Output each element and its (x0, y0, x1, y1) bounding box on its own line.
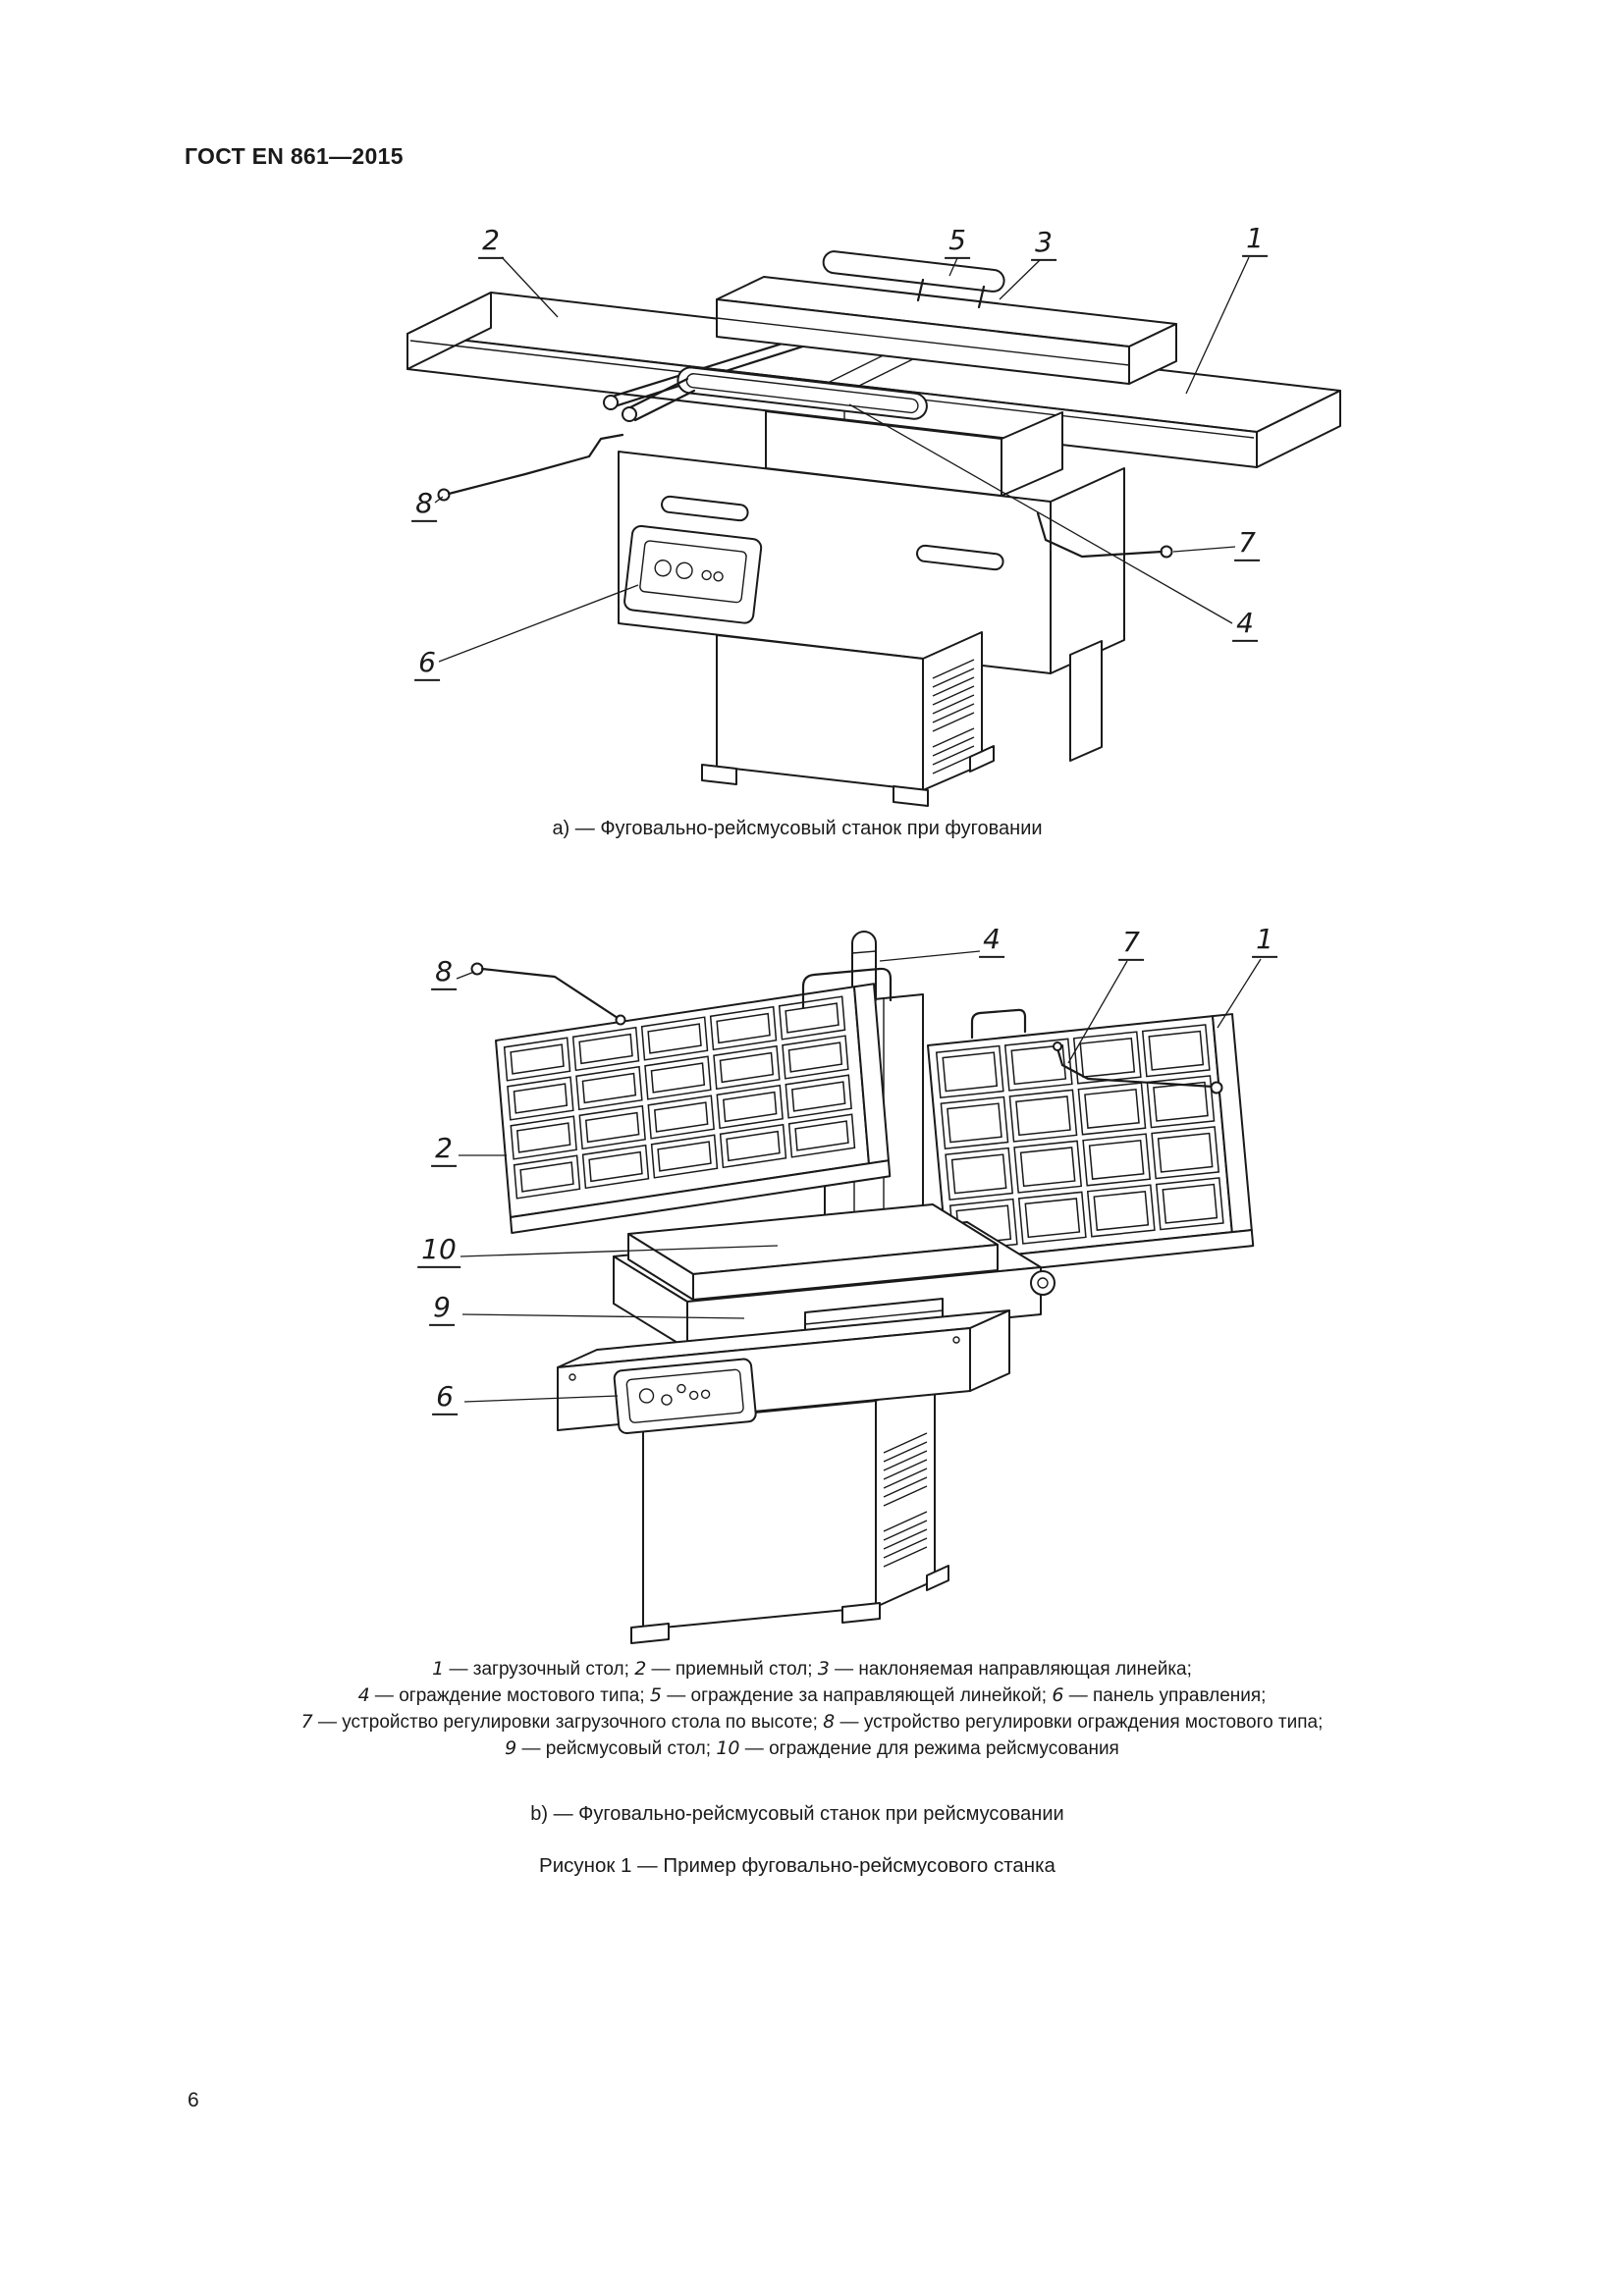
callout-b-10: 10 (417, 1235, 460, 1268)
standard-number-header: ГОСТ EN 861—2015 (185, 143, 404, 169)
callout-a-3: 3 (1031, 228, 1056, 261)
legend-item-number: 9 (505, 1737, 517, 1759)
legend-item-number: 4 (357, 1684, 370, 1706)
bridge-guard-adjust-rod (470, 962, 626, 1026)
legend-line-3: 7 — устройство регулировки загрузочного … (0, 1709, 1624, 1735)
legend-item-number: 2 (634, 1658, 647, 1680)
vent-louvers (932, 659, 975, 774)
carry-handles (801, 967, 1027, 1040)
outfeed-table-raised (494, 983, 892, 1235)
legend-item-text: — панель управления; (1063, 1685, 1267, 1706)
vent-louvers (883, 1432, 928, 1568)
legend-item-number: 5 (649, 1684, 662, 1706)
handle-slot (916, 544, 1004, 571)
panel-button (654, 560, 672, 577)
callout-a-6: 6 (414, 648, 440, 681)
legend-item-text: — загрузочный стол; (444, 1659, 635, 1680)
callout-b-8: 8 (431, 957, 457, 990)
legend-line-4: 9 — рейсмусовый стол; 10 — ограждение дл… (0, 1735, 1624, 1762)
table-height-rod (1053, 1041, 1223, 1095)
figure-1-caption: Рисунок 1 — Пример фуговально-рейсмусово… (539, 1854, 1056, 1877)
callout-b-6: 6 (432, 1382, 458, 1415)
legend-item-number: 7 (300, 1711, 313, 1733)
callout-a-2: 2 (478, 226, 504, 259)
callout-b-7: 7 (1118, 928, 1144, 961)
infeed-height-lever (1036, 511, 1173, 559)
tilting-fence (716, 276, 1177, 385)
legend-item-number: 10 (716, 1737, 740, 1759)
legend-item-text: — ограждение за направляющей линейкой; (661, 1685, 1053, 1706)
stand (701, 631, 995, 807)
legend-item-text: — устройство регулировки ограждения мост… (835, 1712, 1324, 1733)
callout-b-9: 9 (429, 1293, 455, 1326)
legend-item-text: — рейсмусовый стол; (516, 1738, 717, 1759)
callout-a-5: 5 (945, 226, 970, 259)
table-rib-grid (503, 995, 856, 1200)
legend-item-text: — устройство регулировки загрузочного ст… (312, 1712, 824, 1733)
legend-item-number: 8 (823, 1711, 836, 1733)
callout-b-1: 1 (1252, 925, 1277, 958)
bridge-guard-adjust-lever (437, 433, 624, 502)
bridge-guard (622, 366, 928, 422)
callout-b-2: 2 (431, 1134, 457, 1167)
legend-item-text: — приемный стол; (646, 1659, 818, 1680)
infeed-table-raised (926, 1013, 1255, 1279)
legend-item-number: 3 (817, 1658, 830, 1680)
panel-button (677, 1383, 686, 1394)
handle-slot (661, 495, 749, 522)
guard-behind-fence (822, 250, 1005, 309)
callout-a-4: 4 (1232, 609, 1258, 642)
legend-item-text: — наклоняемая направляющая линейка; (829, 1659, 1192, 1680)
handwheel-knob (1030, 1270, 1056, 1296)
callout-a-7: 7 (1234, 528, 1260, 561)
panel-button (638, 1388, 655, 1404)
legend-line-1: 1 — загрузочный стол; 2 — приемный стол;… (0, 1656, 1624, 1682)
figure-a-jointer-drawing (406, 250, 1341, 807)
panel-button (701, 569, 712, 581)
panel-button (700, 1389, 711, 1399)
panel-button (676, 561, 693, 579)
page-number: 6 (188, 2089, 199, 2111)
legend-item-number: 6 (1052, 1684, 1064, 1706)
stand (630, 1373, 949, 1644)
figure-legend: 1 — загрузочный стол; 2 — приемный стол;… (0, 1656, 1624, 1762)
panel-button (713, 571, 724, 582)
legend-item-text: — ограждение мостового типа; (369, 1685, 650, 1706)
callout-a-8: 8 (411, 489, 437, 522)
legend-line-2: 4 — ограждение мостового типа; 5 — ограж… (0, 1682, 1624, 1709)
figure-a-caption: а) — Фуговально-рейсмусовый станок при ф… (552, 818, 1043, 839)
callout-a-1: 1 (1242, 224, 1268, 257)
legend-item-number: 1 (432, 1658, 445, 1680)
panel-button (688, 1390, 699, 1401)
control-panel (623, 524, 763, 624)
leader-lines (434, 256, 1250, 663)
leader-lines (456, 950, 1262, 1403)
control-panel (613, 1358, 757, 1434)
figure-b-caption: b) — Фуговально-рейсмусовый станок при р… (530, 1803, 1064, 1825)
panel-button (661, 1394, 673, 1406)
thicknessing-mode-guard (627, 1203, 999, 1301)
figure-b-thicknesser-drawing (456, 931, 1262, 1644)
callout-b-4: 4 (979, 925, 1004, 958)
legend-item-text: — ограждение для режима рейсмусования (739, 1738, 1119, 1759)
table-rib-grid (935, 1024, 1224, 1253)
